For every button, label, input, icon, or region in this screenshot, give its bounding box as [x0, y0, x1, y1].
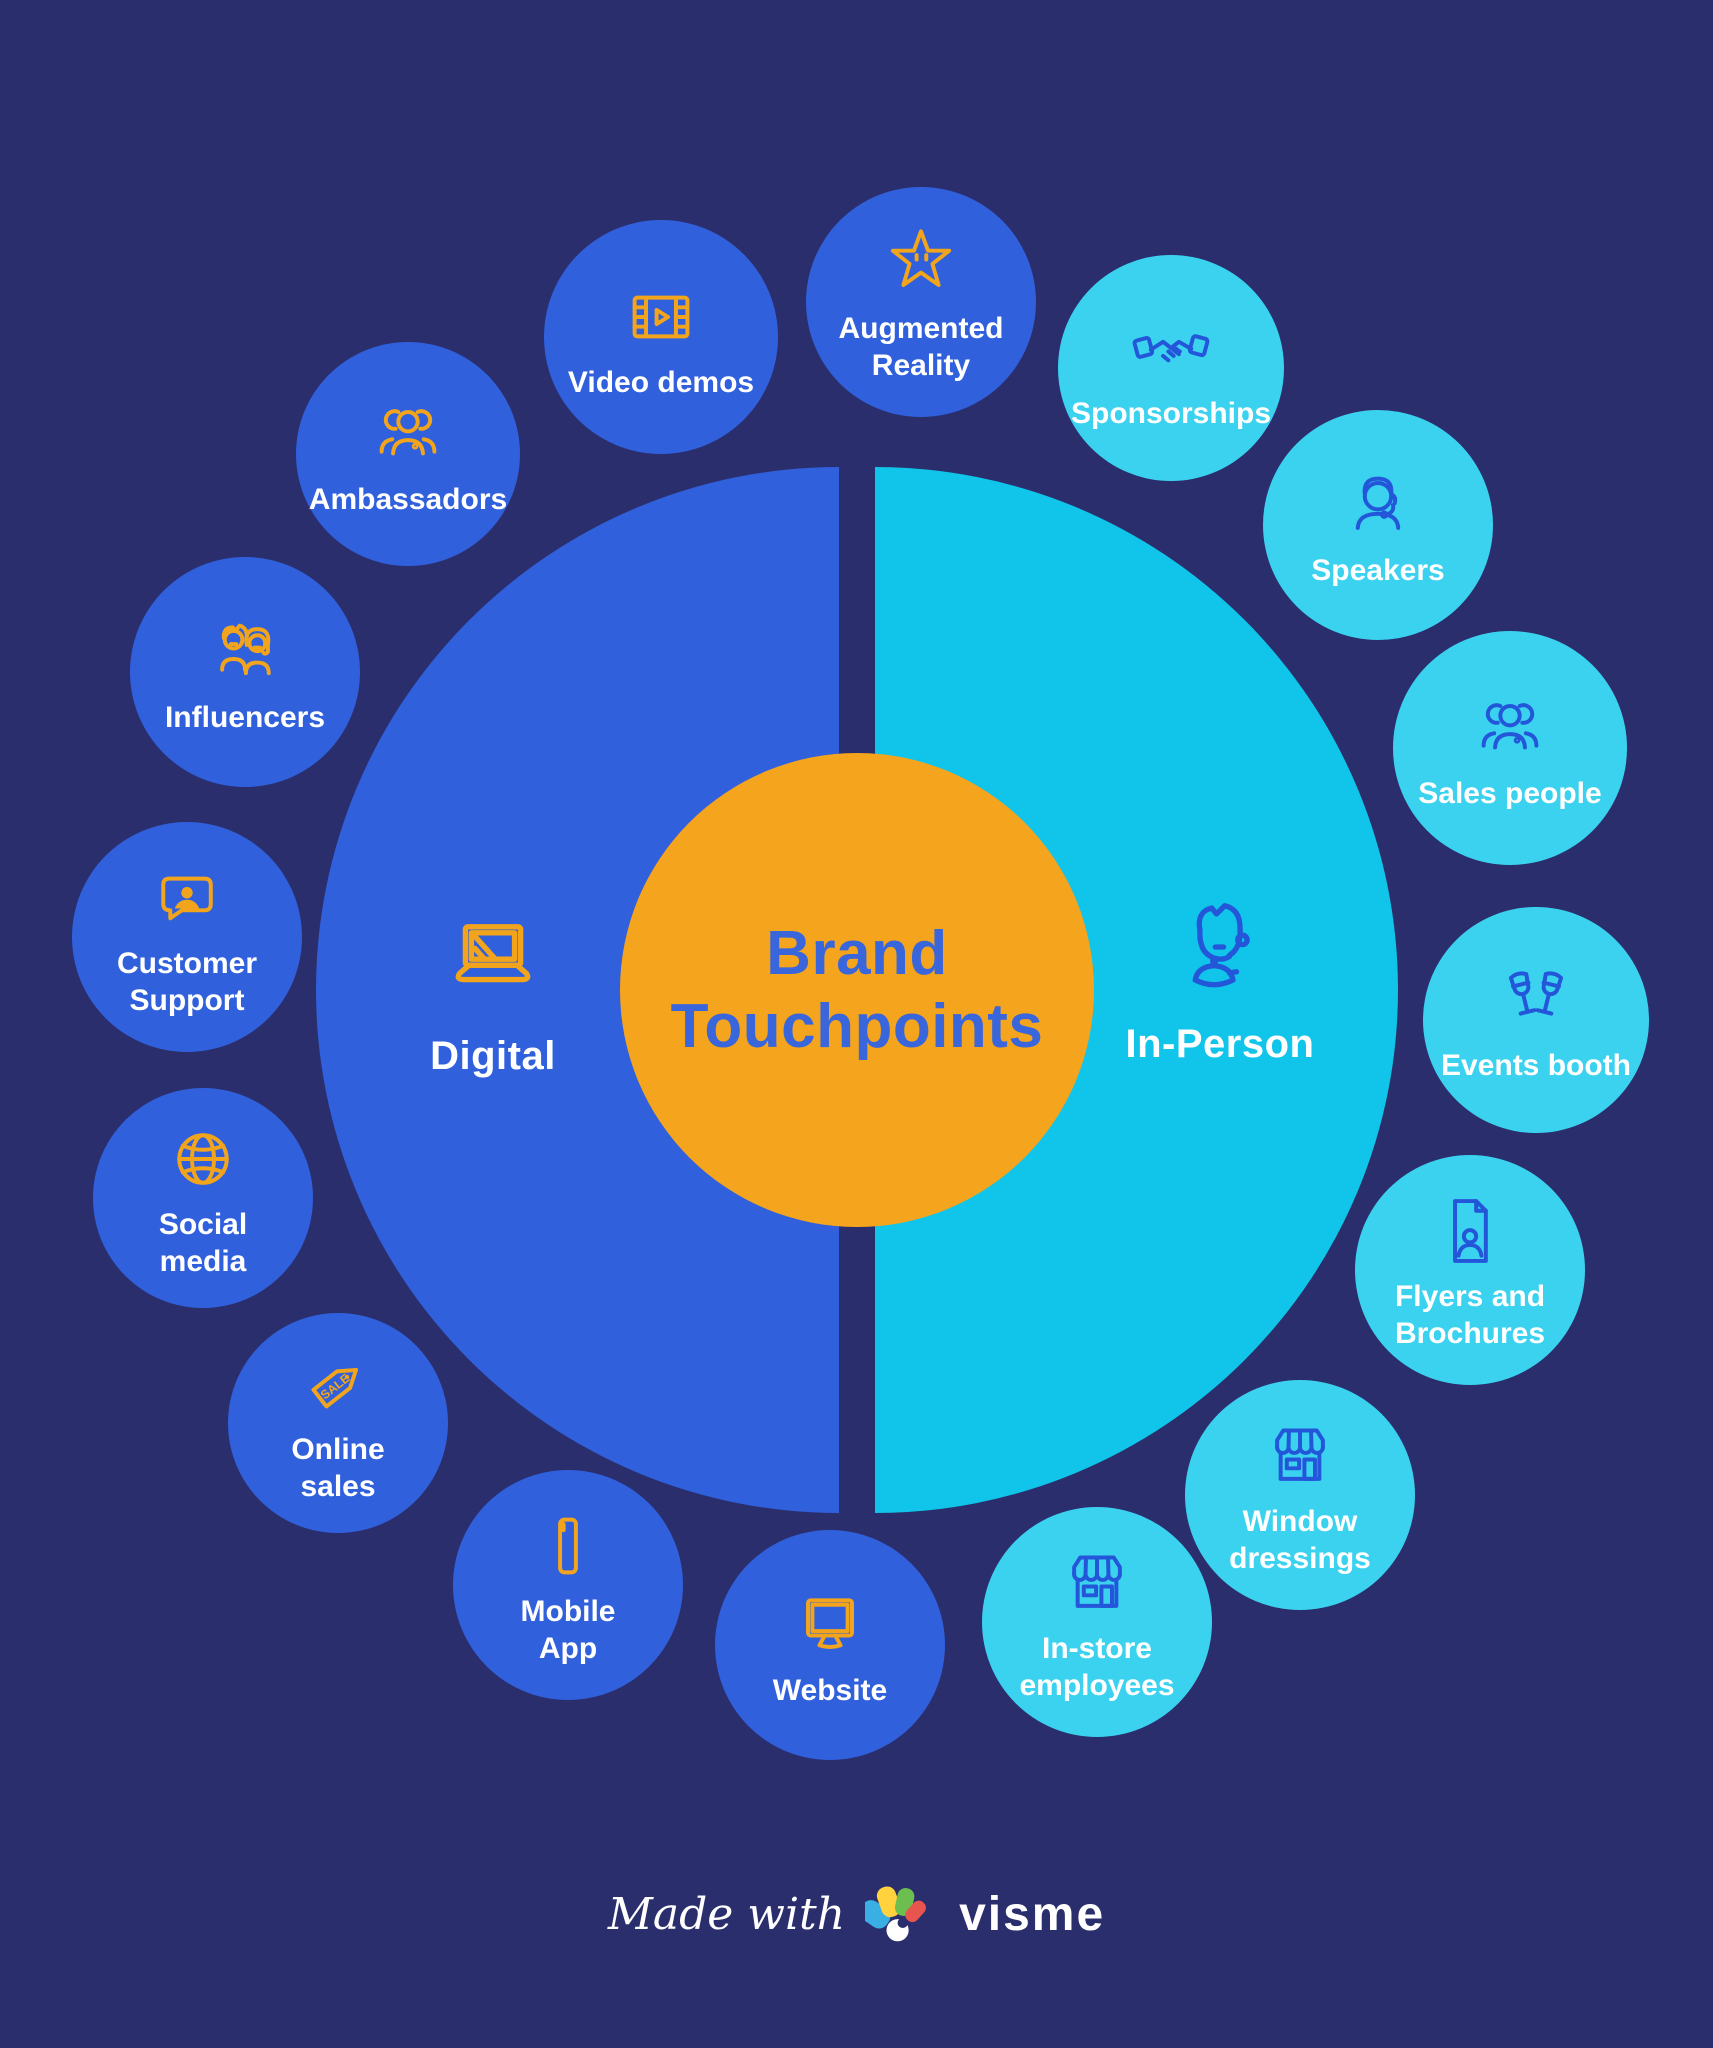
node-label-line: media	[159, 1245, 247, 1278]
node-label-video-demos: Video demos	[568, 365, 754, 402]
node-label-line: Mobile	[520, 1595, 616, 1629]
in-person-label: In-Person	[1125, 1022, 1315, 1066]
node-label-line: Window	[1242, 1505, 1358, 1539]
node-label-line: Events booth	[1440, 1048, 1631, 1082]
node-label-line: Influencers	[164, 700, 326, 734]
node-label-line: Social	[158, 1208, 248, 1242]
sale-tag-icon: SALE	[294, 1340, 382, 1428]
visme-logo-icon	[865, 1883, 939, 1945]
node-label-line: App	[538, 1632, 598, 1665]
node-label-line: In-store	[1041, 1632, 1152, 1666]
node-events-booth: Events booth	[1423, 907, 1649, 1133]
digital-section: Digital	[363, 898, 623, 1079]
node-label-line: Sales people	[1418, 776, 1602, 810]
handshake-icon	[1127, 304, 1215, 392]
people-group-icon	[364, 390, 452, 478]
node-sponsorships: Sponsorships	[1058, 255, 1284, 481]
node-label-line: Reality	[871, 349, 971, 382]
node-label-line: Video demos	[567, 365, 755, 399]
node-sales-people: Sales people	[1393, 631, 1627, 865]
digital-label: Digital	[430, 1034, 556, 1078]
node-video-demos: Video demos	[544, 220, 778, 454]
node-label-line: Flyers and	[1394, 1280, 1546, 1314]
visme-logo-fan	[865, 1886, 927, 1929]
node-label-line: Online	[291, 1433, 385, 1467]
in-person-section: In-Person	[1090, 888, 1350, 1067]
node-ambassadors: Ambassadors	[296, 342, 520, 566]
node-label-line: Speakers	[1311, 553, 1445, 587]
globe-icon	[159, 1115, 247, 1203]
laptop-icon	[433, 898, 553, 1018]
person-icon	[1161, 888, 1279, 1006]
node-website: Website	[715, 1530, 945, 1760]
node-speakers: Speakers	[1263, 410, 1493, 640]
node-label-line: Customer	[116, 947, 258, 981]
node-label-speakers: Speakers	[1311, 553, 1444, 590]
monitor-icon	[786, 1581, 874, 1669]
center-circle	[620, 753, 1094, 1227]
node-label-line: Support	[129, 984, 245, 1017]
node-influencers: Influencers	[130, 557, 360, 787]
node-label-line: sales	[300, 1470, 376, 1503]
title-line-1: Brand	[766, 918, 948, 988]
support-bubble-icon	[143, 854, 231, 942]
node-label-ambassadors: Ambassadors	[309, 482, 507, 519]
speaker-icon	[1334, 461, 1422, 549]
title-line-2: Touchpoints	[670, 992, 1044, 1061]
node-label-website: Website	[773, 1673, 887, 1710]
film-icon	[617, 273, 705, 361]
storefront-icon	[1256, 1412, 1344, 1500]
smartphone-icon	[524, 1502, 612, 1590]
node-label-sales-people: Sales people	[1418, 776, 1601, 813]
made-with-text: Made with	[607, 1888, 846, 1940]
visme-credit-badge[interactable]: Made with visme	[0, 1872, 1713, 1956]
node-label-sponsorships: Sponsorships	[1071, 396, 1271, 433]
influencers-icon	[201, 608, 289, 696]
node-label-influencers: Influencers	[165, 700, 325, 737]
star-icon	[877, 219, 965, 307]
node-label-line: Sponsorships	[1070, 396, 1272, 430]
node-label-line: employees	[1019, 1669, 1175, 1702]
flyer-icon	[1426, 1187, 1514, 1275]
people-group-icon	[1466, 684, 1554, 772]
node-label-line: Brochures	[1394, 1317, 1546, 1350]
node-label-line: Ambassadors	[308, 482, 508, 516]
storefront-icon	[1053, 1539, 1141, 1627]
visme-wordmark: visme	[959, 1887, 1106, 1941]
node-label-line: dressings	[1229, 1542, 1371, 1575]
page-title: Brand Touchpoints	[620, 753, 1094, 1227]
node-label-line: Website	[772, 1673, 888, 1707]
wine-glasses-icon	[1492, 956, 1580, 1044]
node-label-line: Augmented	[838, 312, 1004, 346]
node-label-events-booth: Events booth	[1441, 1048, 1631, 1085]
